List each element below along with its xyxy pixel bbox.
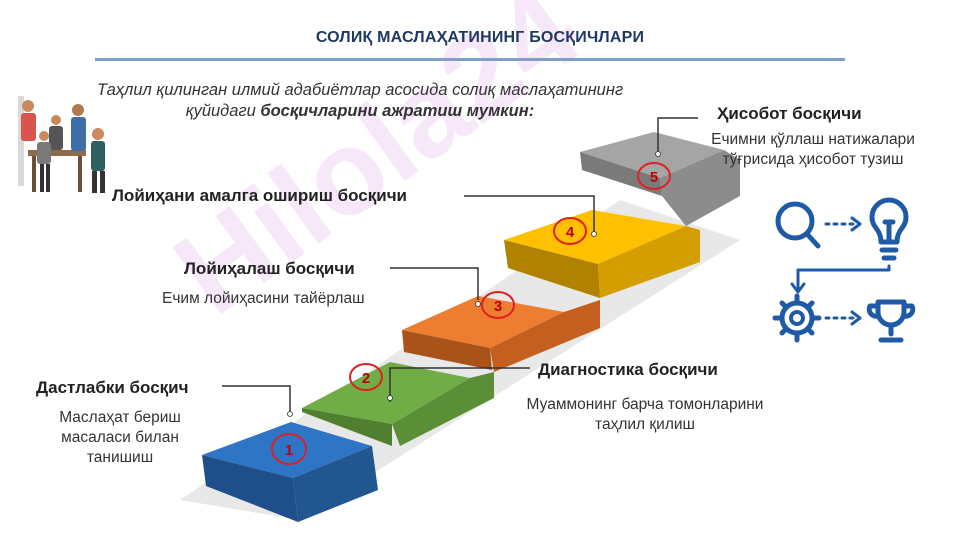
step-2-desc-line: Муаммонинг барча томонларини — [526, 396, 764, 413]
step-2-title: Диагностика босқичи — [538, 360, 718, 379]
step-3-desc: Ечим лойиҳасини тайёрлаш — [162, 289, 422, 309]
number-circles — [271, 162, 671, 465]
people-illustration — [18, 96, 105, 193]
step-5-desc: Ечимни қўллаш натижалари тўғрисида ҳисоб… — [688, 130, 938, 170]
step-4-block — [504, 210, 700, 298]
leader-dots — [287, 151, 661, 417]
step-1-block — [202, 422, 378, 522]
intro-text: Таҳлил қилинган илмий адабиётлар асосида… — [40, 80, 680, 122]
trophy-icon — [866, 299, 916, 343]
arrow-right-icon — [824, 310, 862, 326]
gear-icon — [772, 293, 822, 343]
title-divider — [95, 58, 845, 61]
leader-lines — [222, 117, 698, 412]
step-5-desc-line: тўғрисида ҳисобот тузиш — [722, 151, 904, 168]
step-2-desc: Муаммонинг барча томонларини таҳлил қили… — [490, 395, 800, 435]
step-2-block — [302, 362, 494, 446]
step-1-desc-line: Маслаҳат бериш — [59, 409, 181, 426]
step-5-title: Ҳисобот босқичи — [717, 104, 862, 123]
intro-line-2: қуйидаги босқичларини ажратиш мумкин: — [40, 101, 680, 122]
step-1-desc-line: масаласи билан — [61, 429, 179, 446]
step-3-desc-line: Ечим лойиҳасини тайёрлаш — [162, 290, 365, 307]
step-1-desc-line: танишиш — [86, 449, 154, 466]
step-2-number: 2 — [362, 370, 370, 387]
arrow-down-left-icon — [790, 264, 891, 294]
intro-line-2-plain: қуйидаги — [185, 102, 261, 120]
search-icon — [775, 201, 821, 249]
step-1-desc: Маслаҳат бериш масаласи билан танишиш — [40, 408, 200, 468]
step-4-number: 4 — [566, 224, 575, 241]
step-5-desc-line: Ечимни қўллаш натижалари — [711, 131, 915, 148]
step-3-block — [402, 296, 600, 372]
step-3-title: Лойиҳалаш босқичи — [184, 259, 355, 278]
page-title: СОЛИҚ МАСЛАҲАТИНИНГ БОСҚИЧЛАРИ — [315, 29, 645, 46]
arrow-right-icon — [824, 216, 862, 232]
step-4-title: Лойиҳани амалга ошириш босқичи — [112, 186, 408, 205]
intro-line-2-bold: босқичларини ажратиш мумкин: — [260, 102, 535, 120]
step-1-title: Дастлабки босқич — [36, 378, 189, 397]
step-5-number: 5 — [650, 169, 658, 186]
intro-line-1: Таҳлил қилинган илмий адабиётлар асосида… — [96, 81, 624, 99]
step-3-number: 3 — [494, 298, 502, 315]
lightbulb-icon — [869, 197, 909, 261]
step-1-number: 1 — [285, 442, 293, 459]
step-2-desc-line: таҳлил қилиш — [595, 416, 695, 433]
